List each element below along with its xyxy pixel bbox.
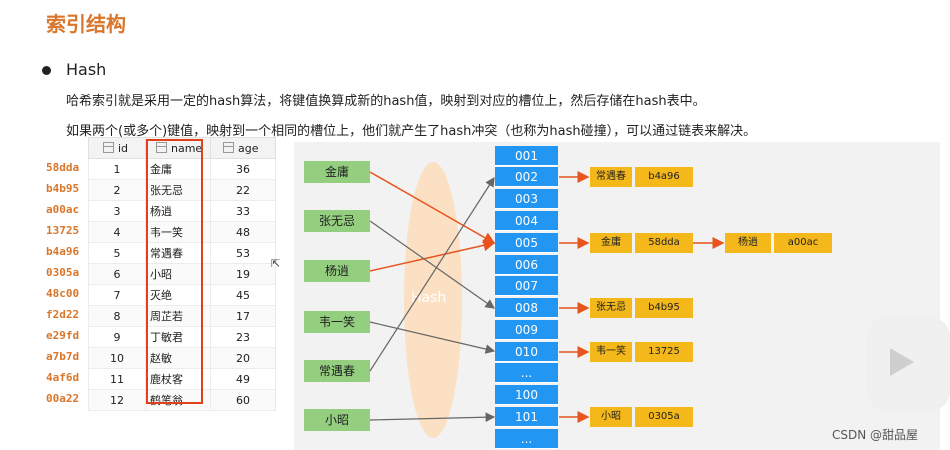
cell-name: 周芷若 [145,305,211,327]
hash-key: b4a96 [46,245,80,258]
hash-key: a7b7d [46,350,80,363]
cell-name: 鹤笔翁 [145,389,211,411]
key-box: 小昭 [304,409,370,431]
cell-age: 19 [210,263,276,285]
key-box: 杨逍 [304,260,370,282]
hash-slot: 003 [495,189,558,209]
description-line-2: 如果两个(或多个)键值，映射到一个相同的槽位上，他们就产生了hash冲突（也称为… [66,124,757,139]
hash-key: 13725 [46,224,80,237]
hash-key: 4af6d [46,371,80,384]
entry-name: 韦一笑 [590,342,632,362]
hash-slot: 008 [495,298,558,318]
description-line-1: 哈希索引就是采用一定的hash算法，将键值换算成新的hash值，映射到对应的槽位… [66,94,706,109]
cell-id: 4 [88,221,146,243]
hash-slot: ... [495,363,558,383]
hash-slot: 009 [495,320,558,340]
mapping-arrow [369,412,496,423]
cell-age: 53 [210,242,276,264]
entry-name: 金庸 [590,233,632,253]
hash-slot: 002 [495,167,558,187]
entry-name: 小昭 [590,407,632,427]
hash-key: a00ac [46,203,80,216]
column-header-age[interactable]: age [210,137,276,159]
key-box: 常遇春 [304,360,370,382]
entry-hash: b4a96 [635,167,693,187]
hash-slot: 001 [495,146,558,166]
play-icon [890,348,914,376]
entry-hash: 0305a [635,407,693,427]
entry-name: 常遇春 [590,167,632,187]
hash-key: 00a22 [46,392,80,405]
hash-slot: 006 [495,255,558,275]
hash-slot: 004 [495,211,558,231]
hash-slot: 005 [495,233,558,253]
cell-name: 金庸 [145,158,211,180]
hash-slot: 100 [495,385,558,405]
column-icon [223,141,234,153]
bullet-dot [42,66,51,75]
cell-age: 20 [210,347,276,369]
cell-age: 22 [210,179,276,201]
key-box: 张无忌 [304,210,370,232]
hash-slot: 010 [495,342,558,362]
cell-name: 赵敏 [145,347,211,369]
mapping-arrow [369,321,496,354]
column-icon [103,141,114,153]
cell-age: 48 [210,221,276,243]
mapping-arrow [369,176,495,372]
cell-name: 韦一笑 [145,221,211,243]
mapping-arrow [369,220,495,309]
hash-key: e29fd [46,329,80,342]
hash-slot: ... [495,429,558,449]
collision-arrow [369,171,496,244]
column-icon [156,141,167,153]
play-button[interactable] [866,318,950,410]
entry-name: 杨逍 [725,233,771,253]
key-box: 金庸 [304,161,370,183]
cell-name: 杨逍 [145,200,211,222]
mouse-cursor-icon: ⇱ [271,257,281,270]
hash-key: 0305a [46,266,80,279]
key-box: 韦一笑 [304,311,370,333]
entry-hash: 58dda [635,233,693,253]
cell-id: 8 [88,305,146,327]
watermark: CSDN @甜品屋 [832,428,919,442]
entry-hash: b4b95 [635,298,693,318]
cell-name: 张无忌 [145,179,211,201]
collision-arrow [369,239,496,272]
section-title: 索引结构 [46,12,126,36]
hash-key: f2d22 [46,308,80,321]
hash-diagram [294,142,940,450]
cell-age: 60 [210,389,276,411]
cell-id: 2 [88,179,146,201]
hash-slot: 007 [495,276,558,296]
hash-key: b4b95 [46,182,80,195]
hash-slot: 101 [495,407,558,427]
entry-hash: a00ac [774,233,832,253]
name-column-highlight [146,139,203,404]
entry-hash: 13725 [635,342,693,362]
cell-age: 23 [210,326,276,348]
cell-age: 33 [210,200,276,222]
hash-key: 58dda [46,161,80,174]
bullet-title: Hash [66,60,107,79]
hash-key: 48c00 [46,287,80,300]
cell-id: 12 [88,389,146,411]
entry-name: 张无忌 [590,298,632,318]
